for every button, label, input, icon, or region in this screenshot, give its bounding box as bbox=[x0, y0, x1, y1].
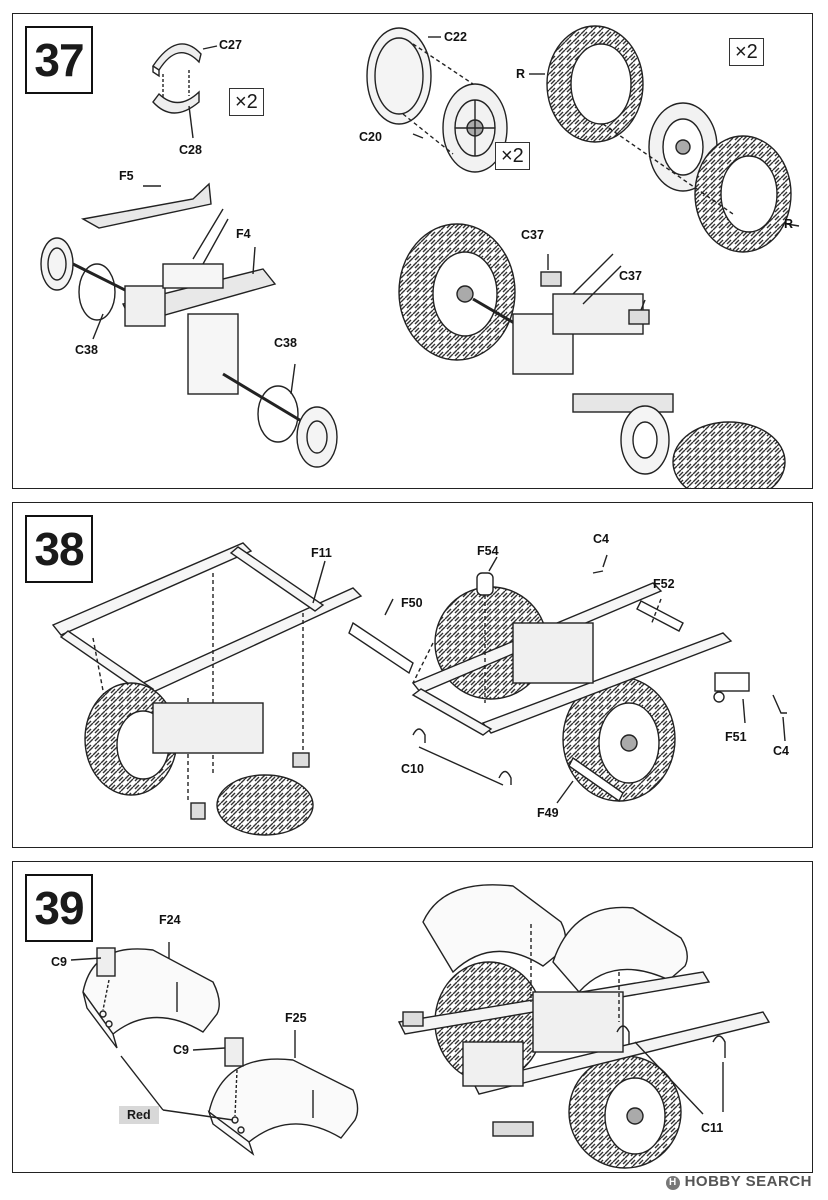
part-label: R bbox=[516, 67, 525, 81]
part-label: C9 bbox=[173, 1043, 189, 1057]
step-number: 37 bbox=[25, 26, 93, 94]
part-label: F50 bbox=[401, 596, 423, 610]
brand-logo-icon: H bbox=[665, 1176, 680, 1190]
part-label: C4 bbox=[593, 532, 609, 546]
part-label: C10 bbox=[401, 762, 424, 776]
part-label: F49 bbox=[537, 806, 559, 820]
part-label: C9 bbox=[51, 955, 67, 969]
part-label: C28 bbox=[179, 143, 202, 157]
quantity-badge: ×2 bbox=[495, 142, 530, 170]
part-label: C37 bbox=[521, 228, 544, 242]
rear-axle-assembly bbox=[398, 223, 786, 488]
part-label: C4 bbox=[773, 744, 789, 758]
chassis-frame-assembly bbox=[348, 554, 787, 804]
part-label: F24 bbox=[159, 913, 181, 927]
part-label: C38 bbox=[274, 336, 297, 350]
step-number: 38 bbox=[25, 515, 93, 583]
part-label: C27 bbox=[219, 38, 242, 52]
part-label: C20 bbox=[359, 130, 382, 144]
step-38-diagram: F11 F54 C4 F50 F52 F51 C4 C10 F49 bbox=[51, 532, 789, 836]
part-label: R bbox=[784, 217, 793, 231]
part-label: F25 bbox=[285, 1011, 307, 1025]
part-label: C22 bbox=[444, 30, 467, 44]
part-label: F54 bbox=[477, 544, 499, 558]
part-label: F11 bbox=[311, 546, 332, 560]
part-label: F51 bbox=[725, 730, 747, 744]
hobby-search-watermark: H HOBBY SEARCH bbox=[665, 1173, 812, 1190]
quantity-badge: ×2 bbox=[729, 38, 764, 66]
step-39-diagram: C9 F24 F25 C9 C11 bbox=[51, 884, 771, 1169]
fender-f24 bbox=[70, 942, 220, 1049]
step-number: 39 bbox=[25, 874, 93, 942]
part-label: F4 bbox=[236, 227, 251, 241]
part-label: C37 bbox=[619, 269, 642, 283]
step-37-panel: 37 bbox=[12, 13, 813, 489]
part-label: C11 bbox=[701, 1121, 723, 1135]
brake-part-c27 bbox=[152, 43, 218, 139]
paint-color-tag: Red bbox=[119, 1106, 159, 1124]
watermark-text: HOBBY SEARCH bbox=[684, 1173, 812, 1190]
part-label: F52 bbox=[653, 577, 675, 591]
hub-assembly bbox=[366, 27, 508, 173]
tyre-assembly bbox=[529, 25, 800, 253]
fender-f25 bbox=[120, 1030, 359, 1156]
chassis-frame-f11 bbox=[51, 542, 363, 836]
step-39-panel: 39 bbox=[12, 861, 813, 1173]
step-38-panel: 38 bbox=[12, 502, 813, 848]
quantity-badge: ×2 bbox=[229, 88, 264, 116]
front-axle-assembly bbox=[40, 182, 338, 468]
fender-assembly bbox=[397, 884, 771, 1169]
part-label: F5 bbox=[119, 169, 134, 183]
part-label: C38 bbox=[75, 343, 98, 357]
step-37-diagram: C27 C28 F5 F4 C38 C38 C22 C20 R R C37 C3… bbox=[40, 25, 800, 488]
